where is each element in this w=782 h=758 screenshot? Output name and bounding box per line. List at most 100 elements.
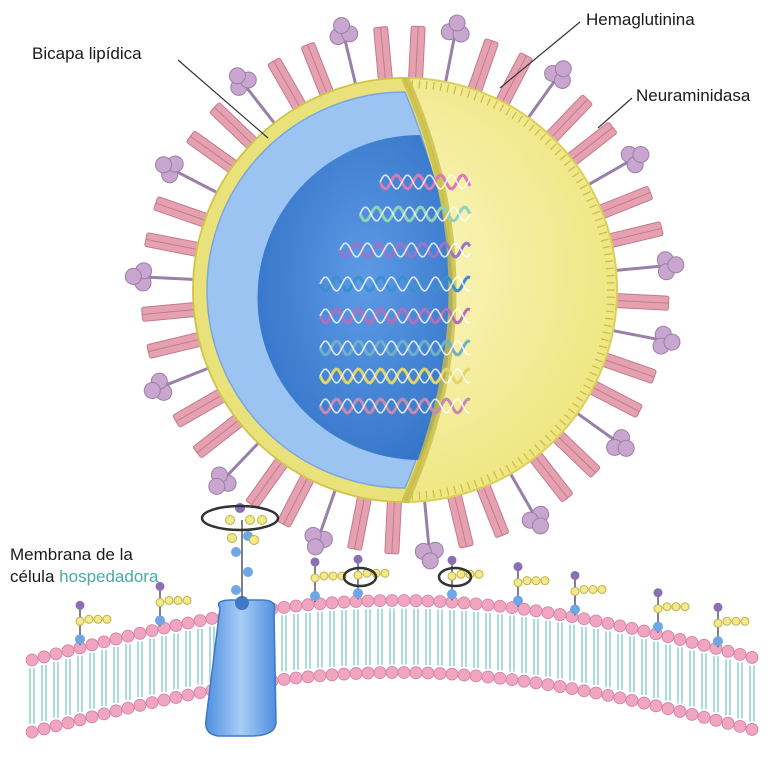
receptor-sugar: [580, 585, 588, 593]
lipid-head: [302, 671, 314, 683]
neuraminidase-head: [125, 262, 152, 291]
protein-sugar: [246, 516, 255, 525]
lipid-head: [554, 681, 566, 693]
receptor-base: [713, 636, 723, 646]
neuraminidase-head: [657, 250, 685, 280]
lipid-head: [674, 633, 686, 645]
lipid-head: [746, 651, 758, 663]
lipid-head: [530, 677, 542, 689]
receptor-base: [653, 622, 663, 632]
receptor-sugar: [320, 572, 328, 580]
neuraminidase-head: [150, 149, 186, 186]
receptor-sugar: [475, 570, 483, 578]
neuraminidase-head: [603, 426, 640, 464]
hemagglutinin-spike: [408, 26, 425, 83]
lipid-head: [326, 669, 338, 681]
protein-sugar: [243, 567, 253, 577]
lipid-head: [326, 597, 338, 609]
lipid-head: [518, 675, 530, 687]
lipid-head: [134, 699, 146, 711]
receptor-sugar: [714, 603, 723, 612]
protein-sugar: [235, 503, 245, 513]
leader-neuraminidase: [598, 98, 632, 128]
lipid-head: [602, 689, 614, 701]
neuraminidase-stalk: [321, 486, 337, 531]
neuraminidase-stalk: [612, 266, 660, 270]
lipid-head: [362, 595, 374, 607]
hemagglutinin-spike: [612, 293, 669, 310]
lipid-head: [338, 668, 350, 680]
virus-particle: [125, 13, 685, 571]
lipid-head: [182, 689, 194, 701]
lipid-head: [734, 720, 746, 732]
lipid-head: [170, 691, 182, 703]
lipid-head: [494, 600, 506, 612]
receptor-sugar: [156, 598, 164, 606]
hemagglutinin-spike: [467, 38, 499, 95]
lipid-head: [698, 639, 710, 651]
receptor-base: [75, 634, 85, 644]
lipid-head: [446, 668, 458, 680]
receptor-sugar: [654, 605, 662, 613]
neuraminidase-stalk: [167, 367, 212, 385]
lipid-head: [302, 599, 314, 611]
receptor-base: [570, 604, 580, 614]
lipid-head: [590, 687, 602, 699]
receptor-base: [310, 591, 320, 601]
neuraminidase-head: [326, 14, 359, 46]
neuraminidase-head: [140, 371, 175, 407]
lipid-head: [146, 697, 158, 709]
lipid-head: [62, 717, 74, 729]
lipid-head: [194, 687, 206, 699]
lipid-head: [194, 615, 206, 627]
lipid-head: [350, 667, 362, 679]
lipid-head: [662, 631, 674, 643]
receptor-sugar: [723, 617, 731, 625]
receptor-sugar: [174, 596, 182, 604]
receptor-sugar: [672, 603, 680, 611]
neuraminidase-head: [221, 61, 259, 99]
lipid-head: [74, 714, 86, 726]
hemagglutinin-spike: [599, 352, 656, 384]
lipid-head: [386, 667, 398, 679]
host-cell-membrane: [26, 595, 760, 738]
lipid-head: [626, 694, 638, 706]
lipid-head: [158, 694, 170, 706]
lipid-head: [362, 667, 374, 679]
lipid-head: [614, 620, 626, 632]
hemagglutinin-spike: [596, 186, 653, 220]
lipid-head: [578, 613, 590, 625]
neuraminidase-stalk: [609, 330, 656, 339]
neuraminidase-head: [541, 54, 579, 91]
label-host-word-cell: célula: [10, 567, 54, 586]
receptor-stalk: [226, 503, 267, 598]
receptor-sugar: [532, 577, 540, 585]
lipid-head: [470, 598, 482, 610]
neuraminidase-stalk: [178, 172, 221, 194]
protein-sugar: [258, 516, 267, 525]
receptor-sugar: [654, 588, 663, 597]
neuraminidase-head: [652, 325, 683, 357]
hemagglutinin-spike: [447, 491, 474, 549]
receptor-sugar: [311, 574, 319, 582]
lipid-head: [38, 651, 50, 663]
receptor-sugar: [589, 585, 597, 593]
lipid-head: [86, 639, 98, 651]
lipid-head: [86, 711, 98, 723]
lipid-head: [38, 723, 50, 735]
label-host-membrane: Membrana de la célula hospedadora: [10, 544, 158, 588]
receptor-base: [155, 615, 165, 625]
receptor-sugar: [183, 596, 191, 604]
lipid-head: [650, 700, 662, 712]
hemagglutinin-spike: [301, 42, 335, 99]
receptor-sugar: [741, 617, 749, 625]
receptor-sugar: [663, 603, 671, 611]
label-neuraminidase: Neuraminidasa: [636, 86, 750, 106]
neuraminidase-stalk: [445, 39, 454, 86]
lipid-head: [698, 711, 710, 723]
neuraminidase-head: [519, 503, 556, 539]
lipid-head: [530, 605, 542, 617]
receptor-sugar: [165, 596, 173, 604]
lipid-head: [50, 648, 62, 660]
